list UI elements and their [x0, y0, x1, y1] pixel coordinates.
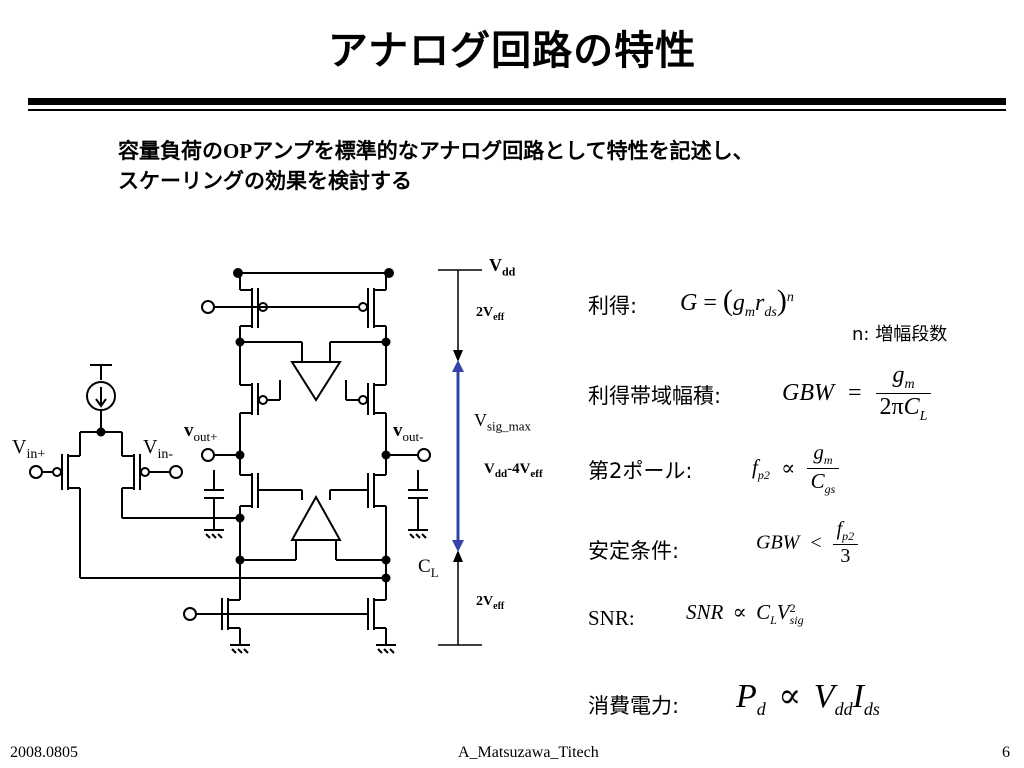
gain-note: n: 増幅段数 — [852, 324, 948, 345]
title-divider-thin — [28, 109, 1006, 111]
power-formula: Pd ∝ VddIds — [736, 678, 880, 719]
intro-text: 容量負荷のOPアンプを標準的なアナログ回路として特性を記述し、 スケーリングの効… — [118, 136, 754, 196]
intro-line-2: スケーリングの効果を検討する — [118, 169, 412, 193]
two-veff-top-label: 2Veff — [476, 305, 505, 323]
intro-line-1: 容量負荷のOPアンプを標準的なアナログ回路として特性を記述し、 — [118, 139, 754, 163]
footer-author: A_Matsuzawa_Titech — [458, 744, 599, 761]
vout-plus-label: vout+ — [184, 420, 218, 444]
gain-label: 利得: — [588, 294, 638, 318]
gbw-label: 利得帯域幅積: — [588, 384, 722, 408]
stability-label: 安定条件: — [588, 539, 680, 563]
footer-page-number: 6 — [1002, 744, 1010, 761]
snr-label: SNR: — [588, 606, 635, 630]
gain-formula: G = (gmrds)n — [680, 284, 794, 320]
title-divider-thick — [28, 98, 1006, 105]
two-veff-bottom-label: 2Veff — [476, 594, 505, 612]
footer-date: 2008.0805 — [10, 744, 78, 761]
vsig-max-label: Vsig_max — [474, 410, 532, 434]
vin-minus-label: Vin- — [143, 436, 174, 462]
vdd-label: Vdd — [489, 255, 516, 279]
vout-minus-label: vout- — [393, 420, 424, 444]
power-label: 消費電力: — [588, 694, 680, 718]
cl-label: CL — [418, 556, 439, 580]
slide-title: アナログ回路の特性 — [327, 28, 697, 74]
second-pole-label: 第2ポール: — [588, 459, 693, 483]
vin-plus-label: Vin+ — [12, 436, 46, 462]
vdd-minus-4veff-label: Vdd-4Veff — [484, 461, 543, 480]
